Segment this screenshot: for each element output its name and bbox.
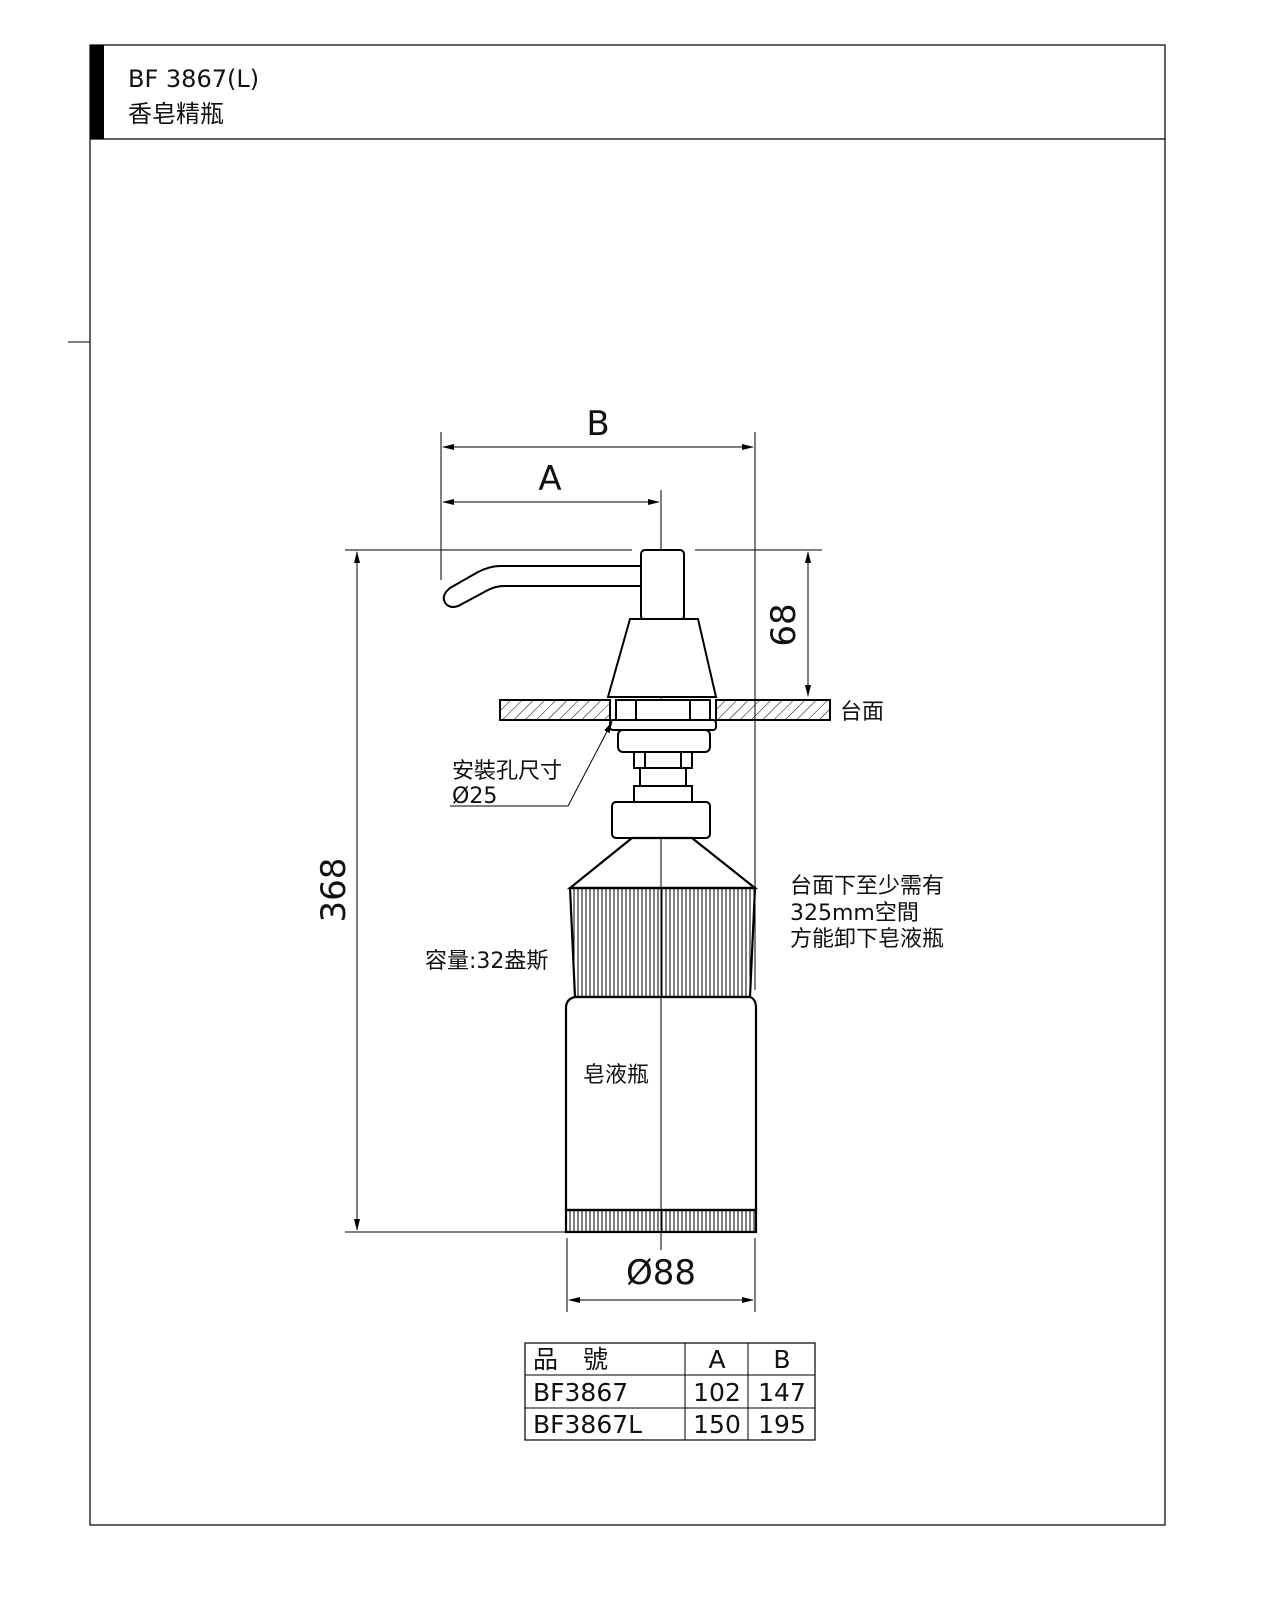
table-cell: BF3867 xyxy=(533,1378,628,1407)
dimension-b-label: B xyxy=(586,404,609,444)
hole-size-callout: 安裝孔尺寸 Ø25 xyxy=(450,721,613,809)
table-header: B xyxy=(773,1345,790,1374)
capacity-label: 容量:32盎斯 xyxy=(425,949,548,974)
pump-head xyxy=(442,549,718,698)
dimension-height: 368 xyxy=(314,551,360,1231)
dimension-a-label: A xyxy=(538,459,561,499)
bottle-label: 皂液瓶 xyxy=(583,1063,649,1088)
table-cell: 150 xyxy=(693,1410,741,1439)
table-header: 品 號 xyxy=(533,1345,608,1374)
countertop xyxy=(499,699,831,721)
dimension-diameter-label: Ø88 xyxy=(626,1253,696,1293)
hole-size-value: Ø25 xyxy=(452,784,497,809)
drawing-frame xyxy=(68,44,1166,1526)
dimension-diameter: Ø88 xyxy=(566,1238,756,1312)
clearance-note-line: 325mm空間 xyxy=(790,901,919,926)
dimension-pump-height: 68 xyxy=(764,551,811,697)
dimension-a: A xyxy=(442,459,660,505)
table-header: A xyxy=(708,1345,725,1374)
spec-table: 品 號 A B BF3867 102 147 BF3867L 150 195 xyxy=(524,1342,816,1441)
dimension-pump-height-label: 68 xyxy=(764,603,804,646)
clearance-note-line: 台面下至少需有 xyxy=(790,874,944,899)
counter-label: 台面 xyxy=(840,700,884,725)
clearance-note-line: 方能卸下皂液瓶 xyxy=(790,927,944,952)
hole-size-label: 安裝孔尺寸 xyxy=(452,759,562,784)
clearance-note: 台面下至少需有 325mm空間 方能卸下皂液瓶 xyxy=(790,874,944,952)
product-name: 香皂精瓶 xyxy=(128,100,224,128)
dimension-height-label: 368 xyxy=(314,858,354,923)
mounting-nut xyxy=(609,699,717,839)
model-number: BF 3867(L) xyxy=(128,65,259,93)
table-cell: 195 xyxy=(758,1410,806,1439)
table-cell: 102 xyxy=(693,1378,741,1407)
table-cell: BF3867L xyxy=(533,1410,642,1439)
table-cell: 147 xyxy=(758,1378,806,1407)
